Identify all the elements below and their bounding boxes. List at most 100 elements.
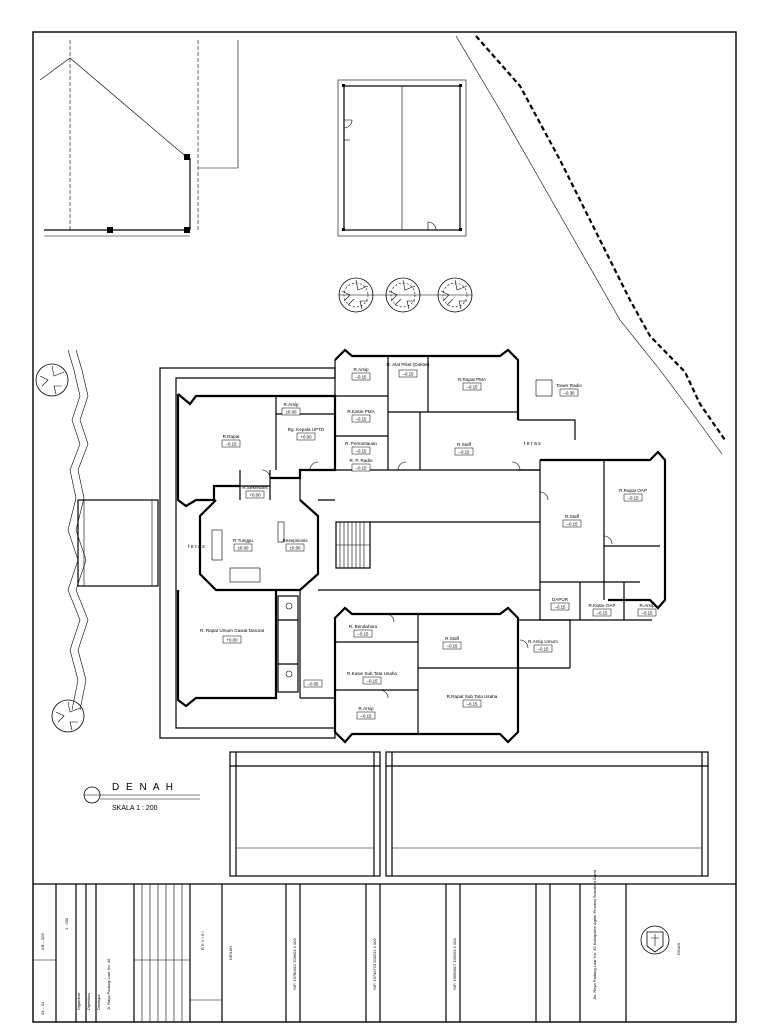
plan-text: NIP. 19650817 199203 1 004 — [452, 937, 457, 990]
plan-text: Jln. Raya Padang Luar No. 45 Kabupaten A… — [592, 869, 597, 1000]
room-r-staff-1: R.Staff –0.15 — [454, 442, 474, 456]
site-structure-top-left — [39, 40, 239, 237]
room-r-kasie-tu: R.Kasie Sub Tata Usaha –0.15 — [347, 671, 397, 685]
room-r-kasie-pma: R.Kasie PMA–0.15 — [347, 409, 376, 423]
room-r-arsip-3: R.Arsip –0.15 — [637, 603, 657, 617]
plan-text: R. Bendahara — [349, 624, 378, 629]
plan-text: –0.15 — [226, 442, 238, 447]
room-r-bendahara: R. Bendahara –0.15 — [349, 624, 378, 638]
plan-text: –0.15 — [356, 375, 368, 380]
plan-text: 1 : 200 — [64, 917, 69, 930]
sheet-border — [32, 31, 737, 1023]
boundary-fence — [475, 35, 726, 441]
plan-text: –0.15 — [467, 702, 479, 707]
plan-text: R.Sekretaris — [242, 485, 268, 490]
plan-text: –0.15 — [361, 714, 373, 719]
plan-text: –0.15 — [642, 611, 654, 616]
room-r-rapat: R.Rapat –0.15 — [221, 434, 241, 448]
plan-text: 03 – 01 — [40, 1001, 45, 1015]
room-r-arsip-2: R.Arsip ±0.00 — [281, 402, 301, 416]
plan-text: R. Alat Piket (Dokter) — [387, 362, 430, 367]
plan-text: –0.15 — [367, 679, 379, 684]
terrace-label-west: t e r a s — [188, 544, 205, 550]
plan-text: R.Staff — [445, 636, 460, 641]
plan-text: +0.00 — [300, 435, 312, 440]
plan-text: Tower Radio — [556, 383, 582, 388]
notes-tables — [229, 751, 709, 877]
plan-text: R E V I S I — [200, 931, 205, 950]
drawing-title-text: D E N A H — [112, 782, 175, 793]
plan-text: R.Kasie Sub Tata Usaha — [347, 671, 397, 676]
plan-text: –0.15 — [597, 611, 609, 616]
plan-text: ±0.00 — [290, 546, 302, 551]
terrace-label-east: t e r a s — [524, 441, 541, 447]
room-wc: –0.05 — [303, 679, 323, 688]
plan-text: R.Staff — [565, 514, 580, 519]
plan-text: R.Arsip — [639, 603, 655, 608]
plan-text: DAPUR — [552, 597, 569, 602]
plan-text: R.Kasie OAP — [588, 603, 615, 608]
plan-text: DENAH — [228, 946, 233, 960]
plan-text: R.Arsip — [358, 706, 374, 711]
plan-text: –0.15 — [358, 632, 370, 637]
room-labels: R.Arsip –0.15 R. Alat Piket (Dokter) –0.15… — [200, 362, 657, 720]
left-garden-path — [35, 349, 159, 733]
plan-text: NIP. 19740723 200212 1 002 — [372, 937, 377, 990]
room-r-staff-3: R.Staff –0.15 — [442, 636, 462, 650]
room-r-arsip-4: R.Arsip –0.15 — [356, 706, 376, 720]
plan-text: ±0.00 — [286, 410, 298, 415]
room-r-rapat-tu: R.Rapat Sub Tata Usaha –0.15 — [447, 694, 498, 708]
plan-text: –0.15 — [403, 372, 415, 377]
room-dapur: DAPUR –0.15 — [550, 597, 570, 611]
plan-text: –0.15 — [555, 605, 567, 610]
plan-text: –0.15 — [459, 450, 471, 455]
plan-text: R.Arsip — [353, 367, 369, 372]
room-r-arsip-1: R.Arsip –0.15 — [351, 367, 371, 381]
plan-text: NIP. 19780412 200604 1 003 — [292, 937, 297, 990]
plan-text: +0.00 — [249, 493, 261, 498]
plan-text: –0.15 — [447, 644, 459, 649]
plan-text: Digambar — [76, 992, 81, 1010]
emblem-logo-icon — [640, 925, 670, 955]
detached-building — [337, 79, 467, 237]
plan-text: R.Kasie PMA — [347, 409, 375, 414]
plan-text: –0.15 — [538, 647, 550, 652]
room-r-kasie-oap: R.Kasie OAP –0.15 — [588, 603, 616, 617]
plan-text: R.Arsip — [283, 402, 299, 407]
plan-text: –0.15 — [356, 449, 368, 454]
room-r-alat-piket: R. Alat Piket (Dokter) –0.15 — [387, 362, 430, 378]
main-building — [159, 348, 667, 744]
plan-text: R. P. Radio — [350, 458, 373, 463]
plan-text: R.Rapat PMA — [458, 377, 487, 382]
room-r-pemantauan: R. Pemantauan–0.15 — [345, 441, 377, 455]
plan-text: Disetujui — [96, 995, 101, 1010]
plan-text: R.Rapat Sub Tata Usaha — [447, 694, 498, 699]
room-r-rapat-pma: R.Rapat PMA –0.15 — [458, 377, 487, 391]
plan-text: R.Rapat OAP — [619, 488, 647, 493]
tree-row — [338, 277, 473, 313]
plan-text: Resepsionis — [282, 538, 308, 543]
room-r-rapat-umum: R. Rapat Umum Gawat Darurat+0.00 — [200, 628, 265, 644]
plan-text: –0.15 — [356, 466, 368, 471]
stair-treads — [336, 522, 370, 568]
room-r-arsip-umum: R.Arsip Umum–0.15 — [528, 639, 558, 653]
room-r-rapat-oap: R.Rapat OAP –0.15 — [619, 488, 647, 502]
plan-text: ±0.00 — [238, 546, 250, 551]
title-block: AR – 003 03 – 01 1 : 200 Digambar Diperi… — [33, 869, 681, 1022]
plan-text: –0.05 — [308, 682, 320, 687]
room-r-staff-2: R.Staff –0.15 — [562, 514, 582, 528]
plan-text: –0.15 — [567, 522, 579, 527]
drawing-title: D E N A H SKALA 1 : 200 — [83, 782, 200, 812]
plan-text: DINAS — [676, 942, 681, 955]
plan-text: R.Rapat — [223, 434, 241, 439]
plan-text: R.Tunggu — [233, 538, 253, 543]
plan-text: R.Staff — [457, 442, 472, 447]
room-tower-radio: Tower Radio –0.30 — [556, 383, 582, 397]
plan-text: –0.30 — [564, 391, 576, 396]
plan-text: AR – 003 — [40, 933, 45, 950]
plan-text: –0.15 — [467, 385, 479, 390]
room-r-sekretaris: R.Sekretaris +0.00 — [242, 485, 268, 499]
plan-text: +0.00 — [226, 638, 238, 643]
plan-text: –0.15 — [628, 496, 640, 501]
